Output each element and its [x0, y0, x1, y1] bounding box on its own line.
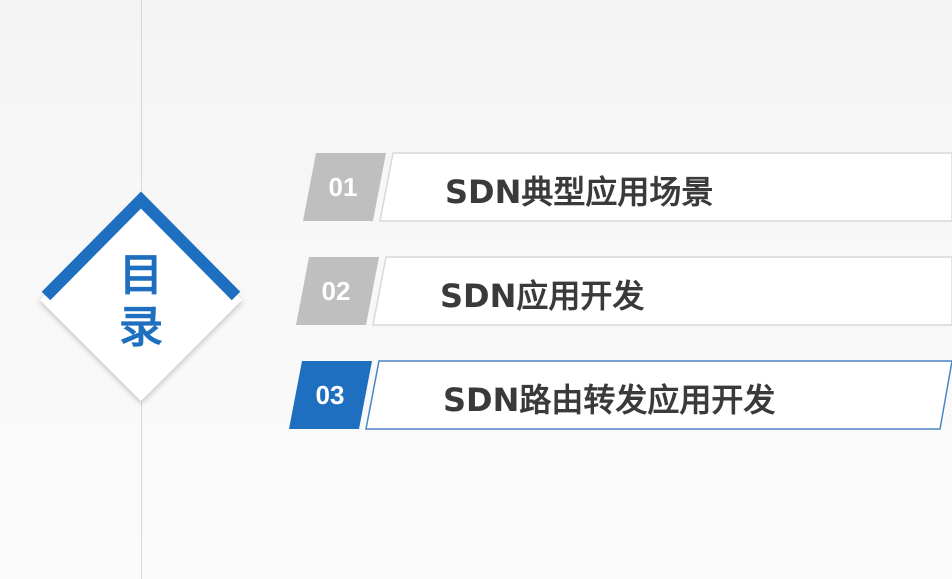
toc-title: 目 录 — [113, 250, 169, 354]
toc-title-char-1: 目 — [119, 250, 163, 301]
toc-title-char-2: 录 — [119, 302, 163, 353]
